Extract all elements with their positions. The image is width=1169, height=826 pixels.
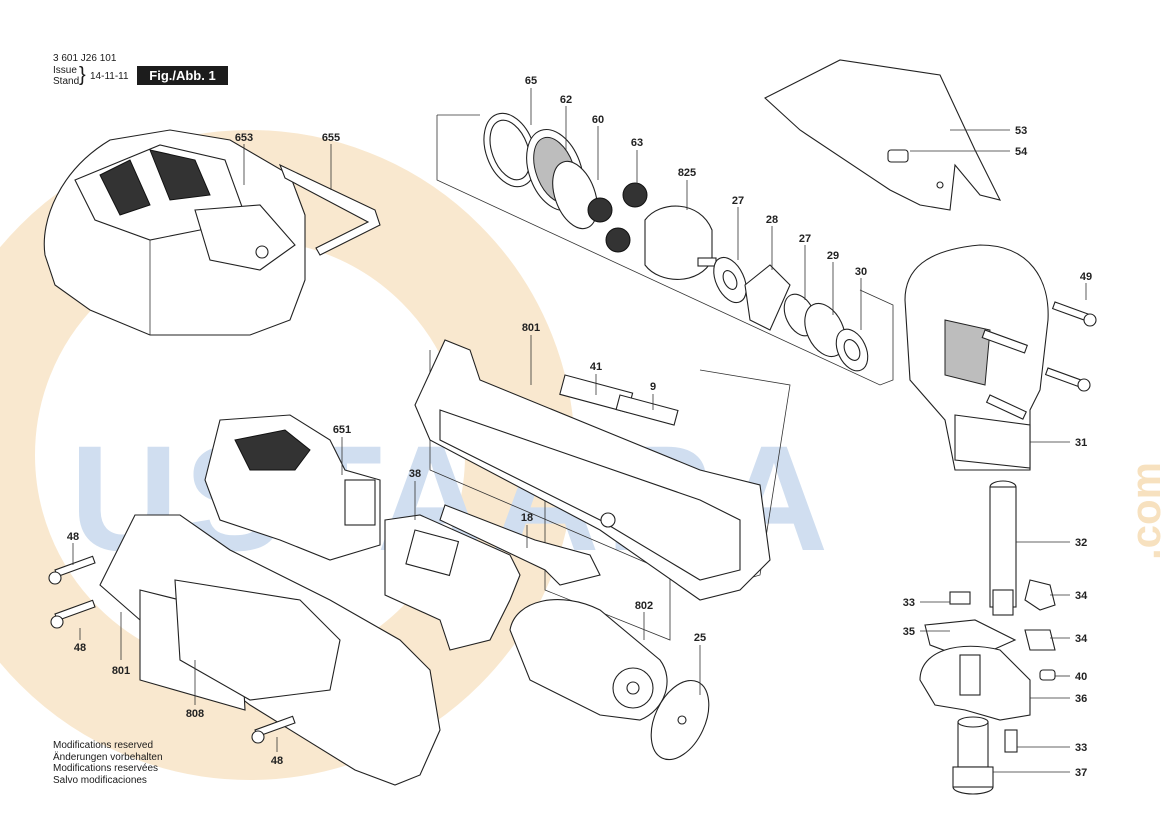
- housing-half-801-lower: [99, 514, 441, 786]
- lower-head: [919, 619, 1056, 721]
- battery-651: [204, 414, 381, 561]
- watermark-suffix: .com: [1122, 462, 1169, 560]
- part-label-808: 808: [186, 708, 204, 720]
- issue-date: 14-11-11: [90, 71, 129, 82]
- modifications-en: Modifications reserved: [53, 740, 154, 751]
- part-label-53: 53: [1015, 125, 1027, 137]
- part-label-41: 41: [590, 361, 602, 373]
- part-label-29: 29: [827, 250, 839, 262]
- part-label-802: 802: [635, 600, 653, 612]
- part-label-651: 651: [333, 424, 351, 436]
- gear-assembly: [483, 112, 717, 280]
- stand-label: Stand: [53, 76, 80, 87]
- part-label-54: 54: [1015, 146, 1028, 158]
- part-label-9: 9: [650, 381, 656, 393]
- part-label-30: 30: [855, 266, 867, 278]
- part-label-33: 33: [903, 597, 915, 609]
- part-label-27b: 27: [799, 233, 811, 245]
- bearing-stack: [713, 256, 869, 372]
- part-label-33b: 33: [1075, 742, 1087, 754]
- part-label-32: 32: [1075, 537, 1087, 549]
- guard-53: [764, 59, 1002, 211]
- part-label-36: 36: [1075, 693, 1087, 705]
- part-labels: 65 62 60 63 825 27 28 27 29 30 53 54 49 …: [67, 75, 1092, 779]
- brace: }: [79, 64, 86, 86]
- modifications-notice: Modifications reserved Änderungen vorbeh…: [53, 740, 163, 786]
- part-label-34: 34: [1075, 590, 1088, 602]
- part-label-801b: 801: [112, 665, 130, 677]
- hex-key-655: [278, 163, 381, 256]
- part-label-34b: 34: [1075, 633, 1088, 645]
- electronics-38-18: [384, 504, 601, 651]
- screws-49: [1044, 301, 1097, 392]
- part-label-62: 62: [560, 94, 572, 106]
- part-label-48b: 48: [74, 642, 86, 654]
- modifications-de: Änderungen vorbehalten: [53, 751, 163, 763]
- motor-802: [509, 599, 668, 721]
- part-label-31: 31: [1075, 437, 1087, 449]
- part-label-63: 63: [631, 137, 643, 149]
- part-label-48c: 48: [271, 755, 283, 767]
- part-label-60: 60: [592, 114, 604, 126]
- leader-lines: [72, 88, 1087, 773]
- part-label-655: 655: [322, 132, 340, 144]
- lower-screws: [952, 716, 1018, 795]
- modifications-es: Salvo modificaciones: [53, 774, 147, 786]
- disc-25: [650, 679, 710, 761]
- charger-653: [43, 129, 306, 336]
- part-label-801: 801: [522, 322, 540, 334]
- part-label-49: 49: [1080, 271, 1092, 283]
- spindle-parts: [949, 480, 1056, 651]
- part-label-28: 28: [766, 214, 778, 226]
- issue-label: Issue: [53, 65, 77, 76]
- part-label-653: 653: [235, 132, 253, 144]
- part-label-825: 825: [678, 167, 696, 179]
- shear-head-housing: [904, 244, 1049, 471]
- part-label-18: 18: [521, 512, 533, 524]
- part-label-35: 35: [903, 626, 915, 638]
- part-number: 3 601 J26 101: [53, 53, 117, 64]
- part-label-27: 27: [732, 195, 744, 207]
- part-label-38: 38: [409, 468, 421, 480]
- part-label-40: 40: [1075, 671, 1087, 683]
- part-label-37: 37: [1075, 767, 1087, 779]
- part-label-25: 25: [694, 632, 706, 644]
- modifications-fr: Modifications reservées: [53, 763, 159, 774]
- screws-48: [48, 555, 296, 744]
- figure-label: Fig./Abb. 1: [137, 66, 228, 85]
- part-label-48: 48: [67, 531, 79, 543]
- part-label-65: 65: [525, 75, 537, 87]
